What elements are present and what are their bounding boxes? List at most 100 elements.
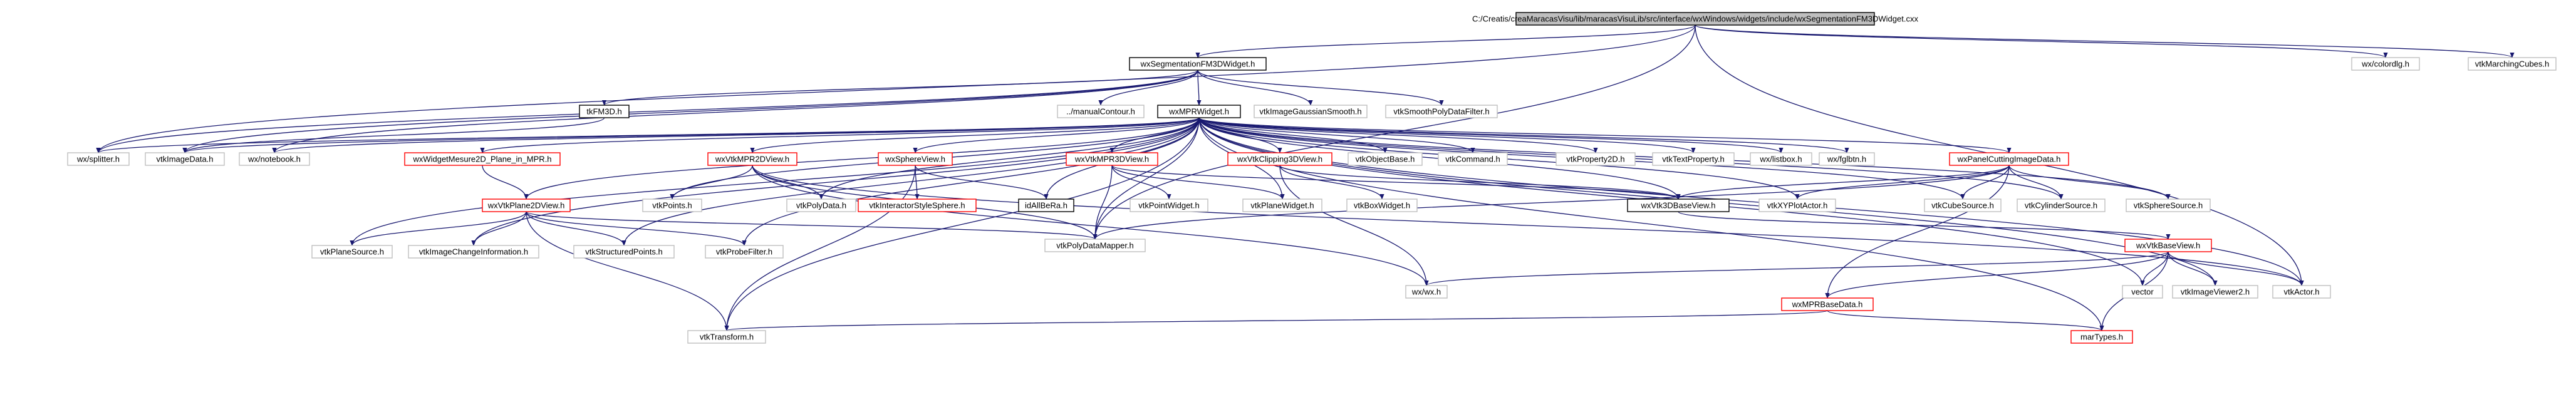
node-vtkmpr2d[interactable]: wxVtkMPR2DView.h [707,152,797,166]
node-box-fm3d [579,105,630,118]
node-panelcut[interactable]: wxPanelCuttingImageData.h [1949,152,2069,166]
edge-mpr-to-panelcut [1198,117,2012,153]
node-cylinder[interactable]: vtkCylinderSource.h [2017,198,2106,212]
node-command[interactable]: vtkCommand.h [1438,152,1508,166]
edge-mpr-to-structpts [621,117,1200,246]
node-clip[interactable]: wxVtkClipping3DView.h [1227,152,1332,166]
node-points[interactable]: vtkPoints.h [642,198,702,212]
node-prop2d[interactable]: vtkProperty2D.h [1555,152,1636,166]
node-label-colordlg: wx/colordlg.h [2361,59,2409,68]
node-imgchange[interactable]: vtkImageChangeInformation.h [408,245,539,259]
edge-mpr-to-fglbtn [1198,117,1849,153]
edge-vtkbase-to-wxh [1424,251,2169,286]
edge-plane2d-to-probe [526,211,747,246]
node-label-allbera: idAllBeRa.h [1025,200,1067,210]
node-label-xyplot: vtkXYPlotActor.h [1767,200,1828,210]
node-colordlg[interactable]: wx/colordlg.h [2351,57,2420,71]
node-vtkmpr3d[interactable]: wxVtkMPR3DView.h [1066,152,1158,166]
node-planewidget[interactable]: vtkPlaneWidget.h [1242,198,1322,212]
node-label-plane2d: wxVtkPlane2DView.h [487,200,565,210]
node-march[interactable]: vtkMarchingCubes.h [2468,57,2557,71]
node-plane2d[interactable]: wxVtkPlane2DView.h [482,198,571,212]
node-box-vtkmpr2d [707,152,797,166]
node-box-vector [2122,285,2163,299]
node-imagedata[interactable]: vtkImageData.h [145,152,225,166]
edge-vtkmpr3d-to-vtk3dbase [1111,165,1681,200]
edge-mpr-to-transform [724,117,1200,331]
edge-measure-to-plane2d [482,165,529,200]
node-label-fm3d: tkFM3D.h [586,106,621,116]
node-box-sphere [2126,198,2211,212]
edge-fm3d-to-imagedata [182,117,605,153]
node-polydata[interactable]: vtkPolyData.h [786,198,856,212]
edge-vtkbase-to-mprbase [1825,251,2169,299]
node-seg[interactable]: wxSegmentationFM3DWidget.h [1129,57,1267,71]
node-interactsphere[interactable]: vtkInteractorStyleSphere.h [858,198,977,212]
node-smoothpoly[interactable]: vtkSmoothPolyDataFilter.h [1385,105,1498,118]
node-cube[interactable]: vtkCubeSource.h [1924,198,2002,212]
node-label-imgchange: vtkImageChangeInformation.h [419,247,528,256]
node-label-vtkmpr3d: wxVtkMPR3DView.h [1074,154,1149,163]
node-polymapper[interactable]: vtkPolyDataMapper.h [1044,239,1146,252]
node-fglbtn[interactable]: wx/fglbtn.h [1819,152,1875,166]
edge-plane2d-to-transform [526,211,729,331]
node-mprbase[interactable]: wxMPRBaseData.h [1781,297,1874,311]
node-mpr[interactable]: wxMPRWidget.h [1157,105,1241,118]
node-box-fglbtn [1819,152,1875,166]
node-vtk3dbase[interactable]: wxVtk3DBaseView.h [1627,198,1730,212]
node-box-viewer2 [2172,285,2258,299]
edge-root-to-seg [1195,24,1696,58]
node-box-objbase [1348,152,1423,166]
node-label-fglbtn: wx/fglbtn.h [1827,154,1866,163]
node-box-seg [1129,57,1267,71]
node-root[interactable]: C:/Creatis/creaMaracasVisu/lib/maracasVi… [1472,12,1918,26]
edge-mpr-to-plane2d [524,117,1200,200]
node-label-command: vtkCommand.h [1445,154,1500,163]
node-probe[interactable]: vtkProbeFilter.h [705,245,784,259]
node-listbox[interactable]: wx/listbox.h [1750,152,1812,166]
node-label-listbox: wx/listbox.h [1759,154,1802,163]
node-textprop[interactable]: vtkTextProperty.h [1652,152,1735,166]
edge-vtkbase-to-actor [2168,251,2304,286]
node-allbera[interactable]: idAllBeRa.h [1018,198,1074,212]
edge-mpr-to-prop2d [1198,117,1598,153]
node-box-imagedata [145,152,225,166]
node-box-gauss [1254,105,1368,118]
node-actor[interactable]: vtkActor.h [2272,285,2331,299]
node-box-manual [1057,105,1145,118]
node-viewer2[interactable]: vtkImageViewer2.h [2172,285,2258,299]
node-manual[interactable]: ../manualContour.h [1057,105,1145,118]
node-boxwidget[interactable]: vtkBoxWidget.h [1346,198,1418,212]
node-label-viewer2: vtkImageViewer2.h [2181,287,2250,296]
edge-mpr-to-notebook [272,117,1200,153]
node-marTypes[interactable]: marTypes.h [2070,330,2133,344]
node-sphereview[interactable]: wxSphereView.h [878,152,953,166]
node-xyplot[interactable]: vtkXYPlotActor.h [1758,198,1836,212]
node-box-planewidget [1242,198,1322,212]
node-label-splitter: wx/splitter.h [76,154,120,163]
node-label-mprbase: wxMPRBaseData.h [1792,299,1863,309]
node-label-gauss: vtkImageGaussianSmooth.h [1259,106,1361,116]
node-vector[interactable]: vector [2122,285,2163,299]
node-sphere[interactable]: vtkSphereSource.h [2126,198,2211,212]
node-splitter[interactable]: wx/splitter.h [67,152,130,166]
node-objbase[interactable]: vtkObjectBase.h [1348,152,1423,166]
node-box-planesource [311,245,393,259]
edge-mpr-to-polydata [819,117,1200,200]
node-box-transform [687,330,766,344]
node-planesource[interactable]: vtkPlaneSource.h [311,245,393,259]
node-notebook[interactable]: wx/notebook.h [239,152,310,166]
node-box-polymapper [1044,239,1146,252]
node-label-root: C:/Creatis/creaMaracasVisu/lib/maracasVi… [1472,14,1918,23]
node-label-manual: ../manualContour.h [1066,106,1135,116]
node-pointwidget[interactable]: vtkPointWidget.h [1130,198,1208,212]
node-gauss[interactable]: vtkImageGaussianSmooth.h [1254,105,1368,118]
node-measure[interactable]: wxWidgetMesure2D_Plane_in_MPR.h [404,152,561,166]
node-wxh[interactable]: wx/wx.h [1405,285,1448,299]
edge-root-to-splitter [96,24,1696,153]
node-structpts[interactable]: vtkStructuredPoints.h [573,245,675,259]
node-fm3d[interactable]: tkFM3D.h [579,105,630,118]
node-transform[interactable]: vtkTransform.h [687,330,766,344]
node-vtkbase[interactable]: wxVtkBaseView.h [2124,239,2212,252]
